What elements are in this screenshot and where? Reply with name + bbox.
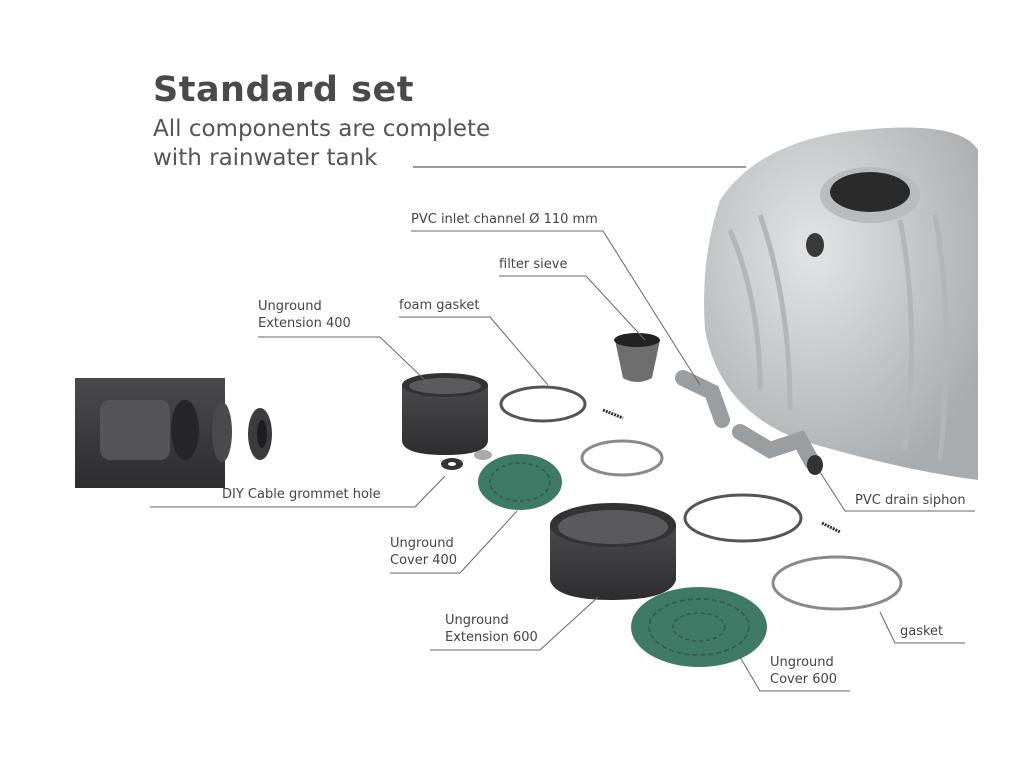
label-foam-gasket: foam gasket <box>399 298 480 313</box>
label-cable-grommet: DIY Cable grommet hole <box>222 487 381 502</box>
spring <box>602 408 624 420</box>
gasket-ring-small <box>580 439 664 477</box>
label-line: Unground <box>390 536 454 551</box>
subtitle-line-2: with rainwater tank <box>153 145 378 171</box>
rainwater-tank <box>704 127 978 480</box>
label-gasket: gasket <box>900 624 944 639</box>
label-extension-600: Unground Extension 600 <box>445 612 538 646</box>
extension-400 <box>402 373 488 455</box>
label-drain-siphon: PVC drain siphon <box>855 493 966 508</box>
tank-wall-section <box>75 378 272 488</box>
label-line: Unground <box>770 655 834 670</box>
label-line: Cover 600 <box>770 672 838 687</box>
label-line: Extension 400 <box>258 316 351 331</box>
label-line: Extension 600 <box>445 630 538 645</box>
pvc-drain-siphon <box>732 424 820 470</box>
pvc-inlet-channel <box>675 370 730 428</box>
label-inlet-channel: PVC inlet channel Ø 110 mm <box>411 212 598 227</box>
label-cover-600: Unground Cover 600 <box>770 654 837 688</box>
label-filter-sieve: filter sieve <box>499 257 568 272</box>
spring <box>821 521 841 534</box>
subtitle-line-1: All components are complete <box>153 116 491 142</box>
extension-600 <box>550 503 676 600</box>
foam-gasket-ring <box>499 385 587 423</box>
grommet-cap <box>474 450 492 460</box>
leader-lines <box>150 166 975 692</box>
label-extension-400: Unground Extension 400 <box>258 298 351 332</box>
page-title: Standard set <box>153 70 414 110</box>
gasket-ring-mid <box>683 493 803 543</box>
gasket-ring-large <box>771 555 903 611</box>
label-cover-400: Unground Cover 400 <box>390 535 457 569</box>
label-line: Unground <box>258 299 322 314</box>
label-line: Unground <box>445 613 509 628</box>
filter-sieve <box>614 333 660 382</box>
label-line: Cover 400 <box>390 553 458 568</box>
